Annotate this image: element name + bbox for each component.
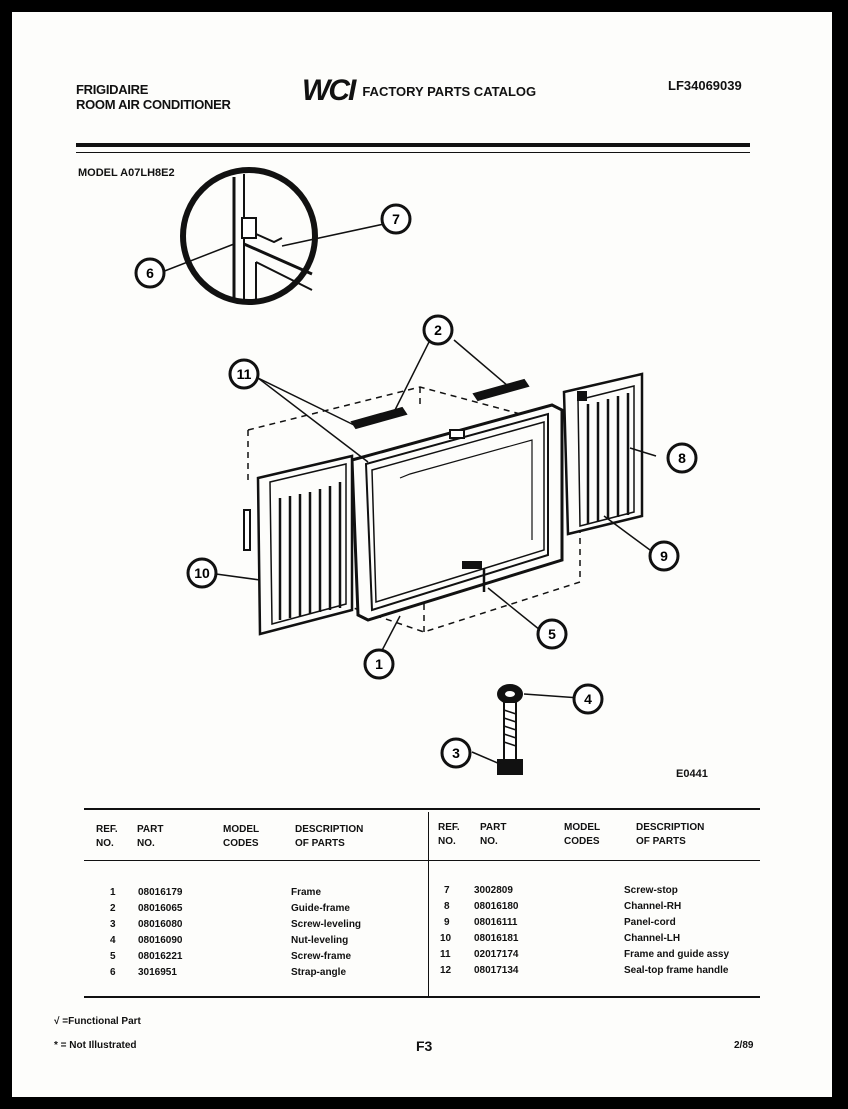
callout-2: 2	[422, 314, 454, 346]
catalog-title: FACTORY PARTS CATALOG	[362, 83, 537, 99]
model-label: MODEL A07LH8E2	[78, 167, 175, 179]
catalog-code: LF34069039	[668, 78, 742, 93]
svg-text:3: 3	[452, 745, 460, 761]
svg-text:2: 2	[434, 322, 442, 338]
page-code: F3	[416, 1038, 433, 1054]
right-channel	[562, 372, 644, 536]
table-divider	[428, 812, 429, 996]
leader-lines	[161, 223, 657, 765]
not-illustrated-note: * = Not Illustrated	[54, 1040, 137, 1051]
callout-1: 1	[363, 648, 395, 680]
product-name: ROOM AIR CONDITIONER	[76, 97, 231, 112]
left-channel	[243, 454, 354, 636]
callout-4: 4	[572, 683, 604, 715]
callout-6: 6	[134, 257, 166, 289]
catalog-page: FRIGIDAIRE ROOM AIR CONDITIONER WCI FACT…	[12, 12, 832, 1097]
callout-3: 3	[440, 737, 472, 769]
th-ref-left: REF.NO.	[96, 824, 118, 849]
brand-name: FRIGIDAIRE	[76, 82, 149, 97]
table-bottom-rule	[84, 996, 760, 998]
callout-5: 5	[536, 618, 568, 650]
leveling-screw	[497, 701, 523, 775]
functional-part-note: √ =Functional Part	[54, 1016, 141, 1027]
svg-text:5: 5	[548, 626, 556, 642]
callout-10: 10	[186, 557, 218, 589]
header-brand-block: FRIGIDAIRE ROOM AIR CONDITIONER	[76, 82, 231, 112]
svg-text:4: 4	[584, 691, 592, 707]
detail-circle	[180, 167, 318, 305]
callout-9: 9	[648, 540, 680, 572]
callout-8: 8	[666, 442, 698, 474]
svg-text:10: 10	[194, 565, 210, 581]
table-header-rule	[84, 860, 760, 861]
parts-diagram: 1 2 3 4 5 6 7 8 9 10 11	[134, 167, 698, 775]
header-rule-thin	[76, 152, 750, 153]
catalog-date: 2/89	[734, 1040, 754, 1051]
wci-logo: WCI	[302, 74, 356, 107]
header-catalog-block: WCI FACTORY PARTS CATALOG	[302, 74, 536, 108]
figure-code: E0441	[676, 768, 708, 780]
table-top-rule	[84, 808, 760, 810]
callout-11: 11	[228, 358, 260, 390]
svg-text:6: 6	[146, 265, 154, 281]
main-frame	[350, 403, 564, 622]
svg-text:8: 8	[678, 450, 686, 466]
svg-text:11: 11	[237, 366, 252, 382]
svg-text:1: 1	[375, 656, 383, 672]
header-rule-thick	[76, 143, 750, 147]
svg-text:9: 9	[660, 548, 668, 564]
callout-7: 7	[380, 203, 412, 235]
callouts: 1 2 3 4 5 6 7 8 9 10 11	[134, 203, 698, 769]
th-ref-right: REF.NO.	[438, 822, 460, 847]
svg-text:7: 7	[392, 211, 400, 227]
